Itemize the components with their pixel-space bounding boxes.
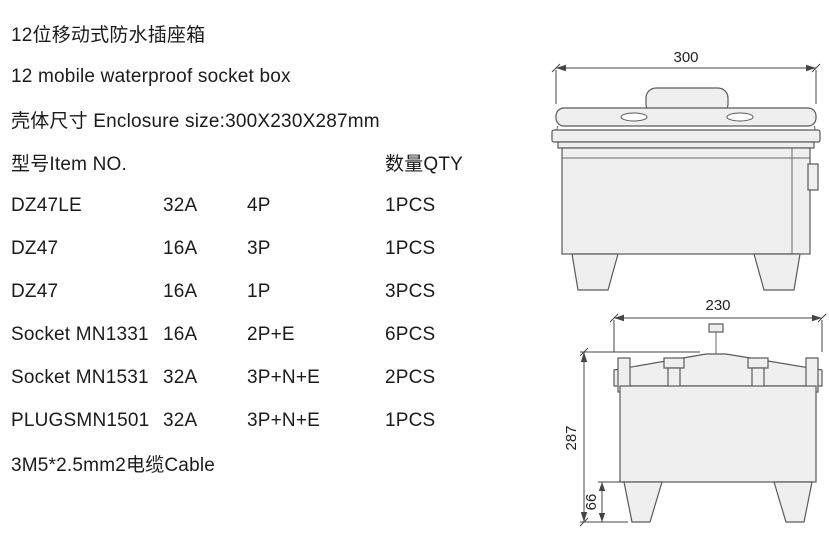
side-width-dimension: 230 [609,297,827,352]
table-row: PLUGSMN1501 32A 3P+N+E 1PCS [11,399,541,442]
row-current: 16A [163,323,198,345]
leg-left-side [623,481,663,523]
table-row: DZ47LE 32A 4P 1PCS [11,184,541,227]
table-row: Socket MN1331 16A 2P+E 6PCS [11,313,541,356]
body-panel [561,147,811,255]
row-qty: 1PCS [385,409,436,431]
row-poles: 3P [247,237,271,259]
row-model: Socket MN1331 [11,323,149,345]
row-poles: 4P [247,194,271,216]
header-item-no: 型号Item NO. [11,154,128,175]
leg-right-side [773,481,813,523]
dim-287-label: 287 [566,425,580,450]
legs-side [623,481,813,523]
row-qty: 1PCS [385,194,436,216]
body-panel-side [619,385,817,483]
table-row: DZ47 16A 3P 1PCS [11,227,541,270]
handle-slot-left [620,112,648,122]
row-model: DZ47LE [11,194,82,216]
row-poles: 1P [247,280,271,302]
top-pin [708,323,724,354]
row-poles: 3P+N+E [247,366,321,388]
row-current: 32A [163,409,198,431]
legs [571,253,801,291]
header-qty: 数量QTY [385,154,464,175]
row-current: 32A [163,194,198,216]
product-title-cn: 12位移动式防水插座箱 [11,25,206,46]
row-model: PLUGSMN1501 [11,409,150,431]
row-qty: 1PCS [385,237,436,259]
lid [613,353,823,387]
row-model: DZ47 [11,237,59,259]
side-latch [807,163,819,191]
dim-230-label: 230 [705,297,730,314]
lid-rim [551,129,821,149]
row-model: Socket MN1531 [11,366,149,388]
side-height-dimension: 287 [566,347,700,527]
cable-note: 3M5*2.5mm2电缆Cable [11,455,216,476]
handle-bar [555,107,817,127]
front-view-drawing: 300 [551,49,821,291]
row-qty: 2PCS [385,366,436,388]
row-qty: 3PCS [385,280,436,302]
leg-right [753,253,801,291]
side-view-drawing: 230 [566,297,827,527]
dim-300-label: 300 [673,49,698,66]
row-model: DZ47 [11,280,59,302]
front-width-dimension: 300 [551,49,821,104]
row-qty: 6PCS [385,323,436,345]
enclosure-size: 壳体尺寸 Enclosure size:300X230X287mm [11,111,380,132]
table-row: DZ47 16A 1P 3PCS [11,270,541,313]
row-current: 16A [163,280,198,302]
clamp-hook-right [747,357,769,369]
clamp-hook-left [663,357,685,369]
handle-slot-right [726,112,754,122]
spec-text-block: 12位移动式防水插座箱 12 mobile waterproof socket … [11,12,541,485]
row-poles: 3P+N+E [247,409,321,431]
enclosure-body-side [619,385,817,483]
table-header-row: 型号Item NO. 数量QTY [11,141,541,184]
product-title-en: 12 mobile waterproof socket box [11,65,291,87]
row-poles: 2P+E [247,323,295,345]
row-current: 32A [163,366,198,388]
enclosure-body [561,147,819,255]
leg-height-dimension: 66 [583,481,624,522]
carry-handle [555,87,817,135]
table-row: Socket MN1531 32A 3P+N+E 2PCS [11,356,541,399]
leg-left [571,253,619,291]
dim-66-label: 66 [583,494,600,511]
row-current: 16A [163,237,198,259]
